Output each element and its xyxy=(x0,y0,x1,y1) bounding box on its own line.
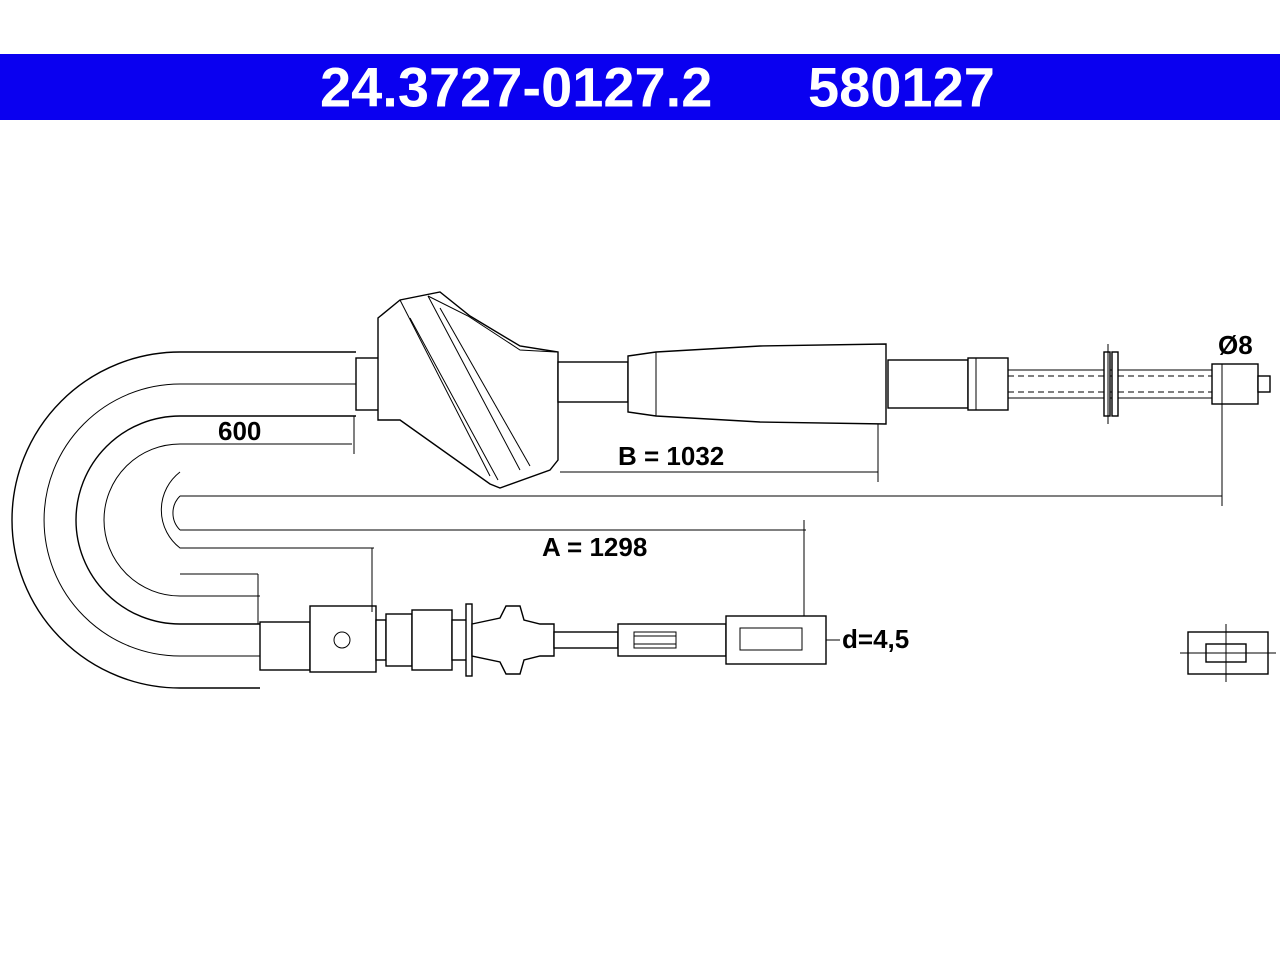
end-detail-view xyxy=(1180,624,1276,682)
part-number: 24.3727-0127.2 xyxy=(320,55,713,119)
diameter-label: Ø8 xyxy=(1218,330,1253,360)
dimension-a-label: A = 1298 xyxy=(542,532,647,562)
cable-diameter-label: d=4,5 xyxy=(842,624,909,654)
lower-cable xyxy=(259,603,827,677)
dimension-b-label: B = 1032 xyxy=(618,441,724,471)
upper-cable xyxy=(355,291,1271,489)
dimension-600-label: 600 xyxy=(218,416,261,446)
header-bar: 24.3727-0127.2 580127 xyxy=(0,54,1280,120)
reference-number: 580127 xyxy=(808,55,995,119)
cable-sheath xyxy=(11,351,1222,689)
dimension-lines xyxy=(180,404,1223,641)
